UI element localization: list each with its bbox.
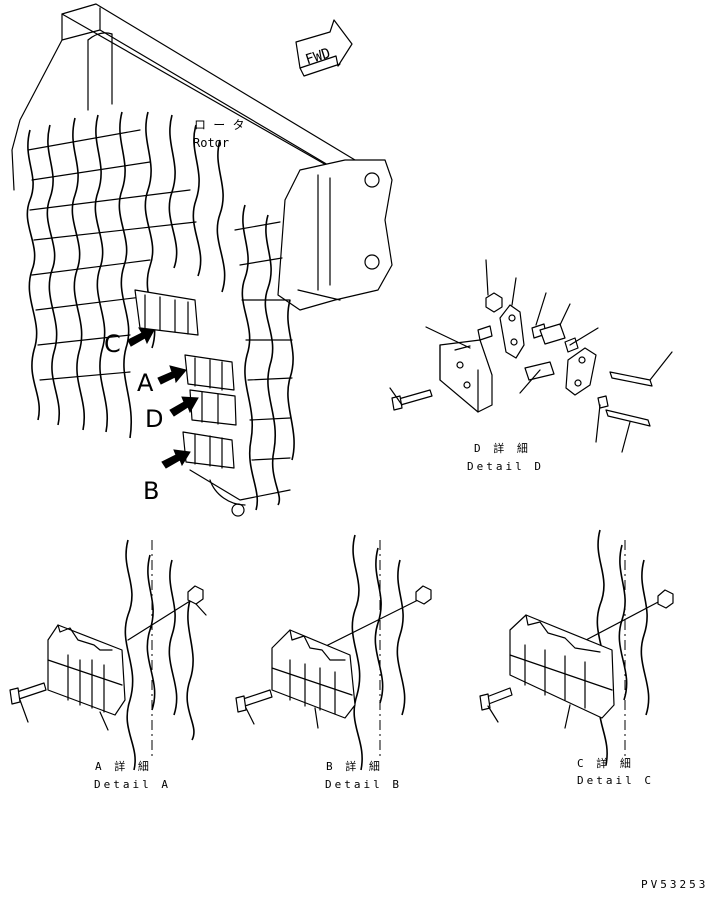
- detail-a-drawing: [9, 539, 207, 771]
- callout-arrows: [127, 327, 199, 469]
- detail-b-drawing: [235, 534, 432, 771]
- detail-a-jp: A 詳 細: [95, 759, 152, 773]
- callout-a: A: [137, 369, 154, 397]
- fwd-label: FWD: [304, 45, 333, 68]
- detail-c-jp: C 詳 細: [577, 756, 634, 770]
- rotor-label-jp: ロ ー タ: [194, 118, 244, 132]
- detail-d-en: Detail D: [467, 460, 544, 473]
- rotor-label-en: Rotor: [193, 136, 229, 150]
- detail-c-en: Detail C: [577, 774, 654, 787]
- detail-d-drawing: [389, 259, 673, 453]
- detail-b-en: Detail B: [325, 778, 402, 791]
- callout-b: B: [143, 477, 159, 505]
- detail-b-jp: B 詳 細: [326, 759, 383, 773]
- rotor-chains: [26, 111, 295, 517]
- detail-a-en: Detail A: [94, 778, 171, 791]
- tooth-blocks: [134, 289, 237, 469]
- rotor-assembly: [11, 3, 393, 517]
- fwd-direction-arrow: FWD: [295, 19, 353, 77]
- detail-d-jp: D 詳 細: [474, 441, 531, 455]
- detail-c-drawing: [479, 529, 674, 766]
- callout-c: C: [104, 330, 121, 358]
- part-code: PV53253: [641, 878, 708, 891]
- callout-d: D: [145, 405, 163, 433]
